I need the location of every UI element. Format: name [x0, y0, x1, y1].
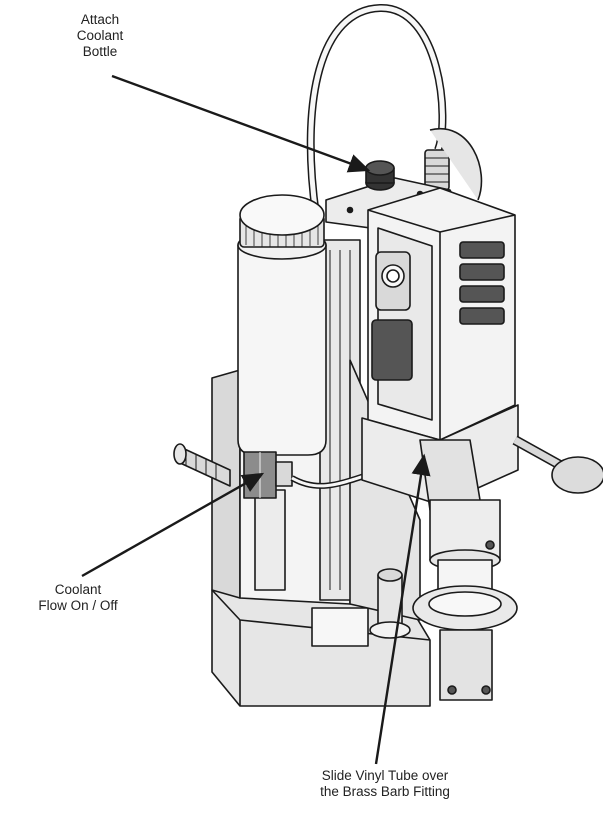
callout-line: Slide Vinyl Tube over [321, 768, 449, 783]
side-barb-fitting [173, 443, 231, 487]
callout-arrows [81, 74, 431, 765]
spindle [412, 499, 518, 701]
gearbox [361, 404, 519, 511]
magnetic-base [211, 589, 431, 707]
arrow-coolant-flow [81, 472, 265, 578]
callout-line: Coolant [76, 28, 124, 43]
motor-housing [367, 187, 516, 441]
bottle-mount-knob [365, 160, 395, 191]
callout-line: Attach [80, 12, 120, 27]
arrow-attach-bottle [111, 74, 371, 173]
callout-line: Bottle [82, 44, 118, 59]
arrow-vinyl-tube [374, 453, 431, 765]
callout-line: Flow On / Off [38, 598, 118, 613]
coolant-bottle [237, 194, 327, 456]
hose-connector [424, 149, 450, 191]
callout-coolant-flow: Coolant Flow On / Off [8, 582, 148, 614]
callout-line: Coolant [54, 582, 102, 597]
motor-vent [459, 241, 505, 325]
callout-vinyl-tube: Slide Vinyl Tube over the Brass Barb Fit… [280, 768, 490, 800]
callout-attach-bottle: Attach Coolant Bottle [60, 12, 140, 60]
feed-handle [429, 127, 603, 494]
callout-line: the Brass Barb Fitting [320, 784, 450, 799]
